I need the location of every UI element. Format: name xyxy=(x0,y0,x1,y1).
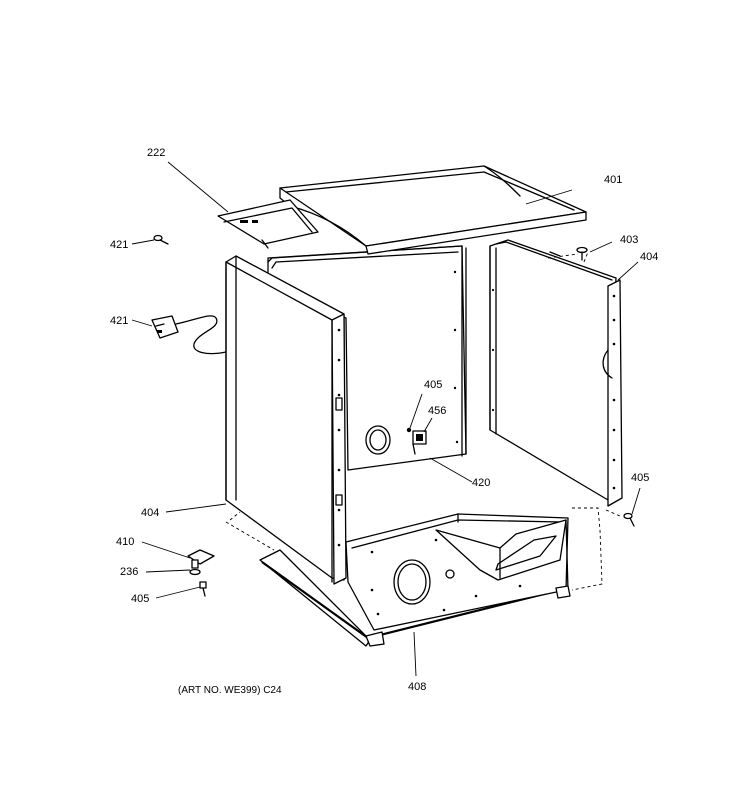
label-421-top: 421 xyxy=(110,239,128,251)
terminal-block-456 xyxy=(412,430,427,455)
alignment-guides xyxy=(225,251,621,591)
leveling-leg-410 xyxy=(187,549,215,576)
label-410: 410 xyxy=(116,536,134,548)
screw-403 xyxy=(576,246,588,261)
top-cover-401 xyxy=(279,165,587,255)
label-404-left: 404 xyxy=(141,507,159,519)
screw-405-right xyxy=(623,512,635,527)
screw-405-bottom xyxy=(199,581,207,597)
art-number-caption: (ART NO. WE399) C24 xyxy=(178,685,282,696)
left-side-panel-404 xyxy=(225,255,347,585)
label-456: 456 xyxy=(428,405,446,417)
label-405-bottom: 405 xyxy=(131,593,149,605)
label-404-right: 404 xyxy=(640,251,658,263)
label-408: 408 xyxy=(408,681,426,693)
label-421-cord: 421 xyxy=(110,315,128,327)
leader-lines xyxy=(131,161,641,677)
bracket-222 xyxy=(217,199,319,249)
screw-421-top xyxy=(153,234,169,245)
power-cord-421 xyxy=(151,315,227,355)
part-labels: 222 401 421 403 404 421 405 456 420 405 … xyxy=(110,147,658,693)
label-403: 403 xyxy=(620,234,638,246)
label-405-right: 405 xyxy=(631,472,649,484)
label-401: 401 xyxy=(604,174,622,186)
label-236: 236 xyxy=(120,566,138,578)
base-frame-408 xyxy=(259,513,571,647)
label-420: 420 xyxy=(472,477,490,489)
screw-405-mid xyxy=(406,427,412,433)
label-405-mid: 405 xyxy=(424,379,442,391)
label-222: 222 xyxy=(147,147,165,159)
right-side-panel-404 xyxy=(489,239,623,507)
